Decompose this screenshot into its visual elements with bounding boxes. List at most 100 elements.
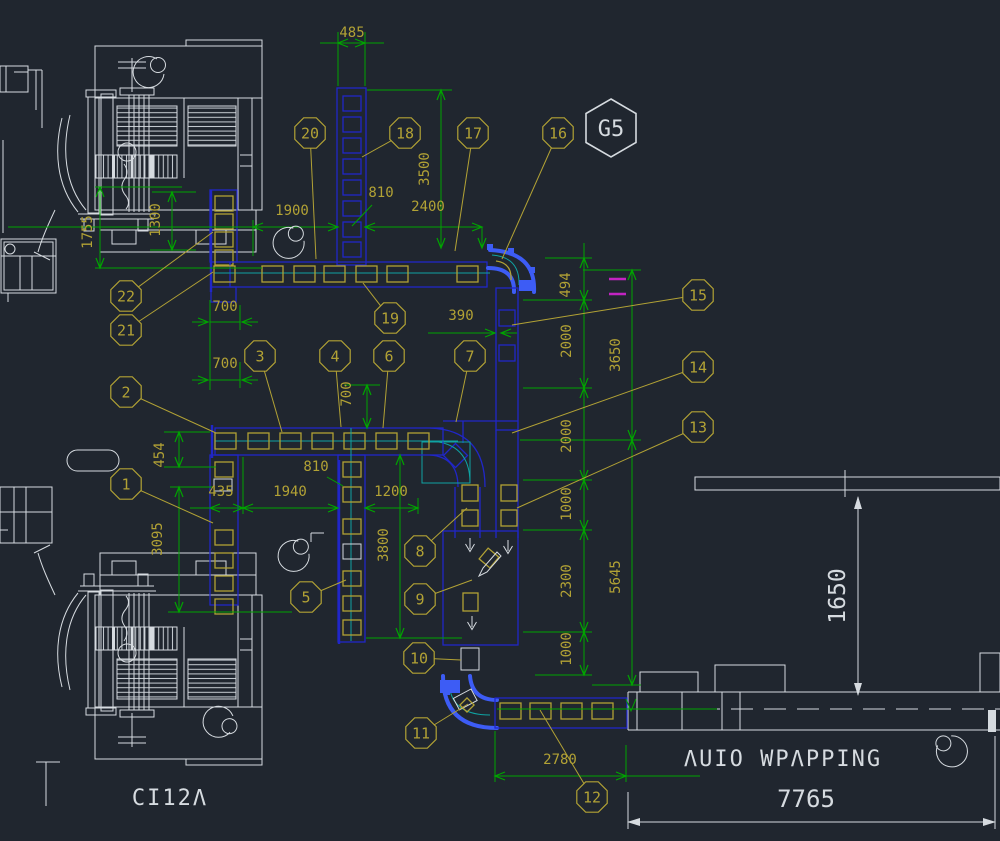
dimension-text-700[interactable]: 700	[339, 381, 355, 406]
white-dimension-lines	[627, 496, 996, 829]
dimension-text-494[interactable]: 494	[558, 272, 574, 297]
dimension-text-3095[interactable]: 3095	[150, 522, 166, 556]
dimension-text-485[interactable]: 485	[339, 25, 364, 41]
dimension-text-1940[interactable]: 1940	[273, 484, 307, 500]
balloon-octagon	[110, 280, 142, 312]
balloon-octagon	[110, 376, 142, 408]
balloon-13[interactable]: 13	[516, 411, 714, 509]
balloon-number: 21	[117, 322, 135, 340]
balloon-octagon	[110, 314, 142, 346]
balloon-4[interactable]: 4	[319, 340, 351, 428]
balloon-2[interactable]: 2	[110, 376, 217, 434]
dimension-text-390[interactable]: 390	[448, 308, 473, 324]
balloon-16[interactable]: 16	[501, 117, 574, 260]
balloon-leader	[511, 294, 699, 326]
dimension-text-2000[interactable]: 2000	[559, 324, 575, 358]
balloon-octagon	[682, 411, 714, 443]
dimension-text-2300[interactable]: 2300	[559, 564, 575, 598]
dimension-text-2400[interactable]: 2400	[411, 199, 445, 215]
balloon-9[interactable]: 9	[404, 579, 473, 615]
dimension-text-810[interactable]: 810	[303, 459, 328, 475]
balloon-octagon	[542, 117, 574, 149]
dimension-text-3800[interactable]: 3800	[376, 528, 392, 562]
dimension-text-5645[interactable]: 5645	[608, 560, 624, 594]
magenta-reference-marks	[609, 277, 626, 296]
balloon-3[interactable]: 3	[244, 340, 283, 433]
dimension-text-1300[interactable]: 1300	[148, 203, 164, 237]
balloon-15[interactable]: 15	[511, 279, 714, 326]
dimension-text-7765[interactable]: 7765	[777, 785, 835, 813]
dimension-text-1000[interactable]: 1000	[559, 487, 575, 521]
dimension-text-700[interactable]: 700	[212, 356, 237, 372]
dimension-text-454[interactable]: 454	[152, 442, 168, 467]
balloon-number: 12	[583, 789, 601, 807]
balloon-number: 6	[384, 348, 393, 366]
balloon-7[interactable]: 7	[454, 340, 486, 423]
balloon-octagon	[682, 351, 714, 383]
balloon-17[interactable]: 17	[454, 117, 489, 252]
balloon-number: 1	[121, 476, 130, 494]
balloon-number: 10	[410, 650, 428, 668]
grid-reference-label: G5	[598, 117, 625, 142]
balloon-number: 15	[689, 287, 707, 305]
balloon-11[interactable]: 11	[405, 703, 469, 749]
balloon-octagon	[319, 340, 351, 372]
dimension-text-2000[interactable]: 2000	[559, 419, 575, 453]
balloon-leader	[501, 132, 559, 260]
balloon-number: 3	[255, 348, 264, 366]
conveyor-bend-selected-bottom[interactable]	[440, 674, 499, 730]
balloon-12[interactable]: 12	[539, 709, 608, 813]
balloon-number: 22	[117, 288, 135, 306]
dimension-text-1200[interactable]: 1200	[374, 484, 408, 500]
balloon-19[interactable]: 19	[362, 282, 406, 334]
balloon-21[interactable]: 21	[110, 271, 214, 346]
balloon-number: 11	[412, 725, 430, 743]
balloon-20[interactable]: 20	[294, 117, 326, 260]
dimension-text-700[interactable]: 700	[212, 299, 237, 315]
dimension-lines	[8, 32, 717, 782]
dimension-text-2780[interactable]: 2780	[543, 752, 577, 768]
dimension-text-435[interactable]: 435	[208, 484, 233, 500]
balloon-octagon	[373, 340, 405, 372]
balloon-octagon	[374, 302, 406, 334]
balloon-leader	[125, 271, 214, 331]
balloon-number: 17	[464, 125, 482, 143]
balloon-22[interactable]: 22	[110, 231, 214, 312]
balloon-10[interactable]: 10	[403, 642, 462, 674]
wrapper-machine-label[interactable]: ΛUIO WPΛPPING	[684, 747, 882, 772]
conveyor-lines[interactable]	[209, 87, 628, 730]
balloon-5[interactable]: 5	[290, 579, 347, 613]
balloon-number: 7	[465, 348, 474, 366]
dimension-text-1000[interactable]: 1000	[559, 632, 575, 666]
balloon-14[interactable]: 14	[511, 351, 714, 434]
balloon-octagon	[244, 340, 276, 372]
balloon-octagon	[389, 117, 421, 149]
balloon-octagon	[110, 468, 142, 500]
station-code-label[interactable]: CI12Λ	[132, 786, 208, 811]
balloon-6[interactable]: 6	[373, 340, 405, 429]
grid-reference-g5[interactable]: G5	[585, 98, 637, 158]
auto-wrapping-machine[interactable]	[627, 470, 1000, 770]
balloon-leader	[539, 709, 593, 798]
dimension-text-3500[interactable]: 3500	[417, 152, 433, 186]
balloon-number: 20	[301, 125, 319, 143]
balloon-8[interactable]: 8	[404, 507, 468, 567]
balloon-number: 19	[381, 310, 399, 328]
dimension-text-1755[interactable]: 1755	[80, 215, 96, 249]
balloon-octagon	[682, 279, 714, 311]
balloon-number: 13	[689, 419, 707, 437]
left-auxiliary-units[interactable]	[0, 65, 120, 806]
balloon-leader	[309, 132, 317, 260]
dimension-text-810[interactable]: 810	[368, 185, 393, 201]
dimension-text-1900[interactable]: 1900	[275, 203, 309, 219]
balloon-number: 8	[415, 543, 424, 561]
balloon-1[interactable]: 1	[110, 468, 214, 524]
dimension-text-1650[interactable]: 1650	[825, 568, 851, 623]
balloon-octagon	[290, 581, 322, 613]
balloon-18[interactable]: 18	[361, 117, 421, 158]
dimension-text-3650[interactable]: 3650	[608, 338, 624, 372]
balloon-octagon	[454, 340, 486, 372]
